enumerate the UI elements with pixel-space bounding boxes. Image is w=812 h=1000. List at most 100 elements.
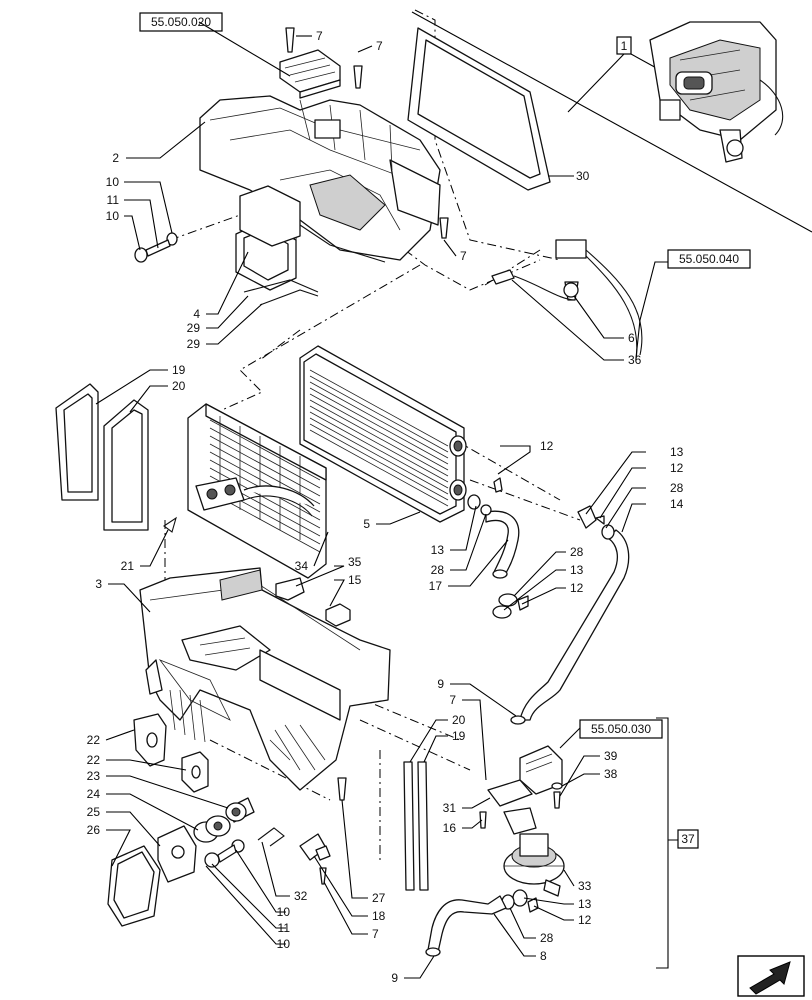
part-15-block — [325, 603, 351, 627]
ref-box-wiring[interactable]: 55.050.040 — [667, 249, 751, 269]
callout-32: 32 — [294, 889, 308, 903]
callout-33: 33 — [578, 879, 592, 893]
ref-box-assembly[interactable]: 37 — [677, 829, 699, 849]
assembly-bracket — [656, 717, 678, 969]
callout-39: 39 — [604, 749, 618, 763]
part-20-seal — [103, 399, 149, 531]
clamp-13-28-heater — [467, 477, 503, 516]
callout-12: 12 — [540, 439, 554, 453]
callout-15: 15 — [348, 573, 362, 587]
callout-12: 12 — [578, 913, 592, 927]
callout-20: 20 — [172, 379, 186, 393]
navigation-arrow-button[interactable] — [737, 955, 805, 997]
part-20-rod — [403, 761, 415, 891]
part-22-seal-b — [181, 751, 209, 793]
part-16-screw — [479, 811, 487, 829]
callout-11: 11 — [107, 193, 120, 207]
part-35-bracket — [275, 577, 305, 601]
wiring-harness — [491, 239, 643, 361]
callout-36: 36 — [628, 353, 642, 367]
callout-labels: 2 10 11 10 4 29 29 7 7 30 7 6 36 19 20 2… — [87, 29, 684, 985]
callout-10: 10 — [277, 937, 291, 951]
part-8-hose — [425, 895, 507, 957]
callout-7: 7 — [372, 927, 379, 941]
callout-21: 21 — [121, 559, 135, 573]
callout-7: 7 — [376, 39, 383, 53]
callout-4: 4 — [193, 307, 200, 321]
callout-26: 26 — [87, 823, 101, 837]
callout-10: 10 — [106, 209, 120, 223]
valve-actuator — [519, 745, 563, 795]
ref-label-wiring: 55.050.040 — [679, 252, 739, 266]
callout-9: 9 — [437, 677, 444, 691]
ref-box-valve[interactable]: 55.050.030 — [579, 719, 663, 739]
part-30-frame-gasket — [407, 27, 551, 191]
callout-9: 9 — [391, 971, 398, 985]
part-23-bushing — [193, 815, 231, 843]
clamp-13-12-28-valve — [501, 889, 539, 913]
callout-34: 34 — [295, 559, 309, 573]
part-17-hose — [485, 510, 520, 579]
ref-label-top: 55.050.020 — [151, 15, 211, 29]
hvac-assembly-thumbnail — [649, 21, 784, 163]
callout-7: 7 — [449, 693, 456, 707]
callout-13: 13 — [570, 563, 584, 577]
callout-7: 7 — [316, 29, 323, 43]
callout-28: 28 — [670, 481, 684, 495]
callout-3: 3 — [95, 577, 102, 591]
callout-25: 25 — [87, 805, 101, 819]
callout-13: 13 — [431, 543, 445, 557]
ref-label-assembly: 37 — [681, 832, 695, 846]
ref-box-top[interactable]: 55.050.020 — [139, 12, 223, 32]
part-26-gasket — [107, 845, 161, 927]
callout-6: 6 — [628, 331, 635, 345]
part-18-clip — [299, 833, 331, 861]
part-21-clip — [163, 516, 177, 533]
callout-23: 23 — [87, 769, 101, 783]
part-32-wire — [257, 827, 285, 847]
callout-5: 5 — [363, 517, 370, 531]
part-14-hose — [510, 529, 630, 725]
ref-label-locator: 1 — [621, 39, 628, 53]
part-22-seal-a — [133, 713, 167, 767]
part-3-lower-housing — [139, 567, 391, 791]
callout-29: 29 — [187, 337, 201, 351]
callout-27: 27 — [372, 891, 386, 905]
callout-13: 13 — [578, 897, 592, 911]
callout-13: 13 — [670, 445, 684, 459]
callout-12: 12 — [570, 581, 584, 595]
callout-31: 31 — [443, 801, 457, 815]
locator-diagonal — [411, 11, 812, 233]
part-34-evaporator — [187, 403, 327, 579]
part-2-upper-housing — [199, 95, 441, 263]
ref-box-locator[interactable]: 1 — [616, 36, 632, 55]
clamp-13-12-28-right — [577, 505, 615, 540]
callout-11: 11 — [278, 921, 291, 935]
callout-22: 22 — [87, 753, 101, 767]
callout-38: 38 — [604, 767, 618, 781]
callout-2: 2 — [112, 151, 119, 165]
callout-19: 19 — [172, 363, 186, 377]
callout-24: 24 — [87, 787, 101, 801]
ref-label-valve: 55.050.030 — [591, 722, 651, 736]
callout-12: 12 — [670, 461, 684, 475]
part-27-screw — [337, 777, 347, 801]
part-24-grommet — [225, 797, 255, 823]
part-38-washer — [551, 782, 563, 790]
callout-7: 7 — [460, 249, 467, 263]
callout-10: 10 — [277, 905, 291, 919]
callout-14: 14 — [670, 497, 684, 511]
part-5-heater-core — [299, 345, 467, 523]
callout-28: 28 — [431, 563, 445, 577]
part-39-screw — [553, 791, 561, 809]
part-10-11-fastener-lower — [204, 839, 245, 868]
callout-18: 18 — [372, 909, 386, 923]
control-module — [279, 49, 341, 99]
arrow-down-left-icon — [749, 961, 791, 995]
screw-7-top-right — [353, 65, 363, 89]
callout-8: 8 — [540, 949, 547, 963]
callout-10: 10 — [106, 175, 120, 189]
part-29-rods — [243, 279, 319, 306]
callout-16: 16 — [443, 821, 457, 835]
